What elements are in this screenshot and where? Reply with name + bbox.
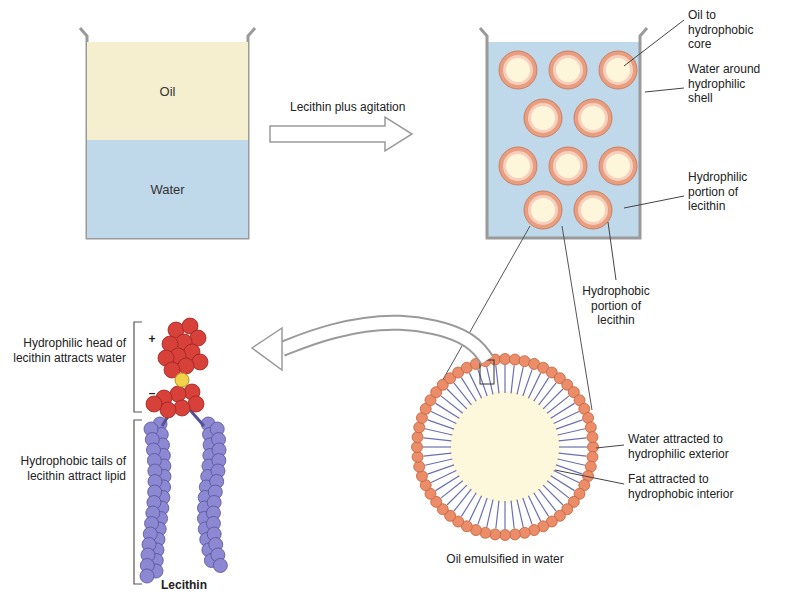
zoom-box	[480, 360, 494, 384]
water-fill	[487, 42, 640, 238]
droplet	[599, 147, 637, 185]
arrow-label: Lecithin plus agitation	[290, 100, 450, 115]
droplet	[574, 99, 612, 137]
layer-label: Oil	[160, 84, 176, 99]
layer-label: Water	[150, 182, 184, 197]
charge-sign: –	[146, 386, 158, 401]
beaker-outline	[80, 28, 255, 238]
callout-label: Oil to hydrophobic core	[688, 8, 770, 52]
process-arrow	[270, 117, 412, 151]
droplet	[499, 51, 537, 89]
droplet	[574, 191, 612, 229]
bracket	[134, 322, 142, 412]
figure-title: Lecithin	[136, 578, 232, 593]
callout-label: Hydrophilic portion of lecithin	[688, 170, 764, 214]
callout-label: Hydrophobic portion of lecithin	[574, 284, 658, 328]
droplet	[499, 147, 537, 185]
callout-label: Hydrophobic tails of lecithin attract li…	[6, 454, 126, 483]
callout-label: Hydrophilic head of lecithin attracts wa…	[6, 336, 126, 365]
callout-label: Water attracted to hydrophilic exterior	[628, 432, 758, 461]
leader-line	[624, 196, 684, 208]
leader-line	[624, 20, 684, 66]
callout-label: Water around hydrophilic shell	[688, 62, 762, 106]
leader-line	[645, 88, 684, 92]
beaker-inside	[87, 42, 248, 238]
droplet	[524, 99, 562, 137]
arrow-head	[252, 328, 282, 370]
lecithin-molecule	[140, 318, 227, 583]
figure-title: Oil emulsified in water	[430, 552, 580, 567]
droplet	[549, 147, 587, 185]
droplet	[549, 51, 587, 89]
callout-label: Fat attracted to hydrophobic interior	[628, 472, 758, 501]
bracket	[134, 420, 142, 584]
droplet	[599, 51, 637, 89]
liquid-layer: Oil	[87, 42, 248, 140]
beaker-outline	[480, 28, 647, 238]
leader-line	[608, 222, 616, 280]
droplet-group	[499, 51, 637, 229]
zoom-line	[562, 226, 592, 410]
zoom-arrow	[282, 323, 487, 360]
liquid-layer: Water	[87, 140, 248, 238]
leader-line	[596, 445, 624, 448]
zoom-arrow	[282, 323, 487, 360]
leader-line	[555, 470, 624, 484]
droplet	[524, 191, 562, 229]
charge-sign: +	[146, 332, 158, 347]
micelle	[412, 354, 599, 541]
